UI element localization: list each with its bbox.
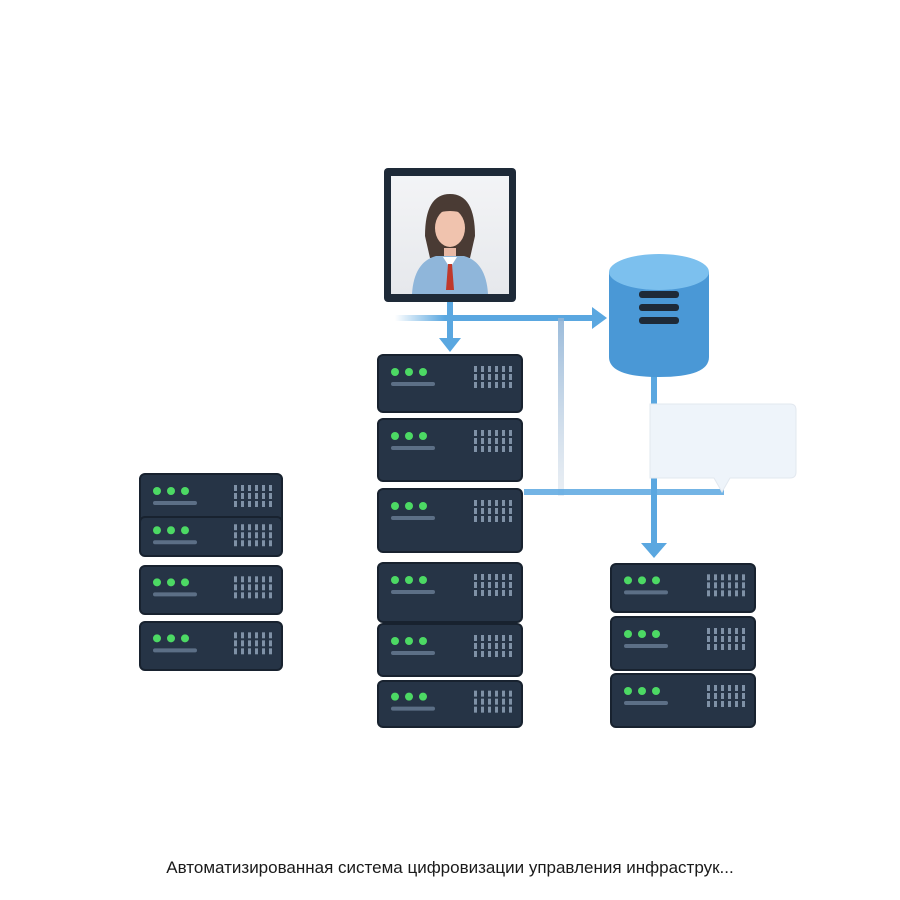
arrow-to-database (592, 307, 607, 329)
server-rack-left (139, 473, 283, 671)
status-led-icon (405, 692, 413, 701)
status-led-icon (652, 576, 660, 585)
status-led-icon (419, 576, 427, 584)
server-rack-center (377, 354, 523, 728)
server-unit (139, 473, 283, 529)
server-unit (610, 563, 756, 613)
status-led-icon (638, 630, 646, 638)
server-unit (610, 616, 756, 671)
status-led-icon (391, 637, 399, 645)
status-led-icon (167, 634, 175, 643)
vent-grille-icon (474, 500, 512, 522)
vent-grille-icon (707, 574, 745, 597)
status-led-icon (419, 502, 427, 510)
status-led-icon (153, 526, 161, 535)
server-unit (377, 418, 523, 482)
status-led-icon (391, 692, 399, 701)
server-unit (377, 562, 523, 623)
vent-grille-icon (234, 485, 272, 507)
status-led-icon (391, 368, 399, 376)
status-led-icon (419, 432, 427, 440)
server-unit (377, 623, 523, 677)
status-led-icon (419, 368, 427, 376)
status-led-icon (624, 630, 632, 638)
vent-grille-icon (474, 574, 512, 596)
status-led-icon (167, 578, 175, 587)
status-led-icon (181, 487, 189, 495)
callout (649, 403, 797, 494)
database (609, 254, 709, 377)
connector-bus (524, 489, 724, 495)
server-unit (377, 680, 523, 728)
server-unit (377, 354, 523, 413)
status-led-icon (405, 432, 413, 440)
server-unit (139, 565, 283, 615)
user-avatar-icon (412, 194, 488, 294)
status-led-icon (624, 576, 632, 585)
status-led-icon (405, 368, 413, 376)
arrow-to-right-rack (641, 543, 667, 558)
status-led-icon (167, 487, 175, 495)
connector-monitor-db (395, 315, 595, 321)
vent-grille-icon (707, 628, 745, 650)
status-led-icon (391, 576, 399, 584)
vent-grille-icon (234, 524, 272, 547)
status-led-icon (153, 487, 161, 495)
status-led-icon (652, 687, 660, 695)
status-led-icon (153, 634, 161, 643)
vent-grille-icon (474, 430, 512, 452)
status-led-icon (181, 634, 189, 643)
vent-grille-icon (234, 632, 272, 655)
status-led-icon (181, 526, 189, 535)
vent-grille-icon (474, 690, 512, 713)
connector-monitor-rack (447, 302, 453, 342)
status-led-icon (405, 637, 413, 645)
server-unit (610, 673, 756, 728)
server-rack-right (610, 563, 756, 728)
server-unit (139, 621, 283, 671)
status-led-icon (405, 502, 413, 510)
status-led-icon (391, 502, 399, 510)
vent-grille-icon (707, 685, 745, 707)
server-unit (139, 516, 283, 557)
status-led-icon (624, 687, 632, 695)
vent-grille-icon (474, 635, 512, 657)
status-led-icon (652, 630, 660, 638)
database-icon (639, 291, 679, 324)
status-led-icon (419, 692, 427, 701)
status-led-icon (638, 687, 646, 695)
status-led-icon (167, 526, 175, 535)
status-led-icon (181, 578, 189, 587)
user-monitor (384, 168, 516, 302)
status-led-icon (638, 576, 646, 585)
status-led-icon (391, 432, 399, 440)
status-led-icon (405, 576, 413, 584)
arrow-to-center-rack (439, 338, 461, 352)
status-led-icon (153, 578, 161, 587)
status-led-icon (419, 637, 427, 645)
vent-grille-icon (234, 576, 272, 599)
diagram-caption: Автоматизированная система цифровизации … (166, 858, 734, 877)
connector-vertical-trunk (558, 318, 564, 496)
server-unit (377, 488, 523, 553)
vent-grille-icon (474, 366, 512, 388)
